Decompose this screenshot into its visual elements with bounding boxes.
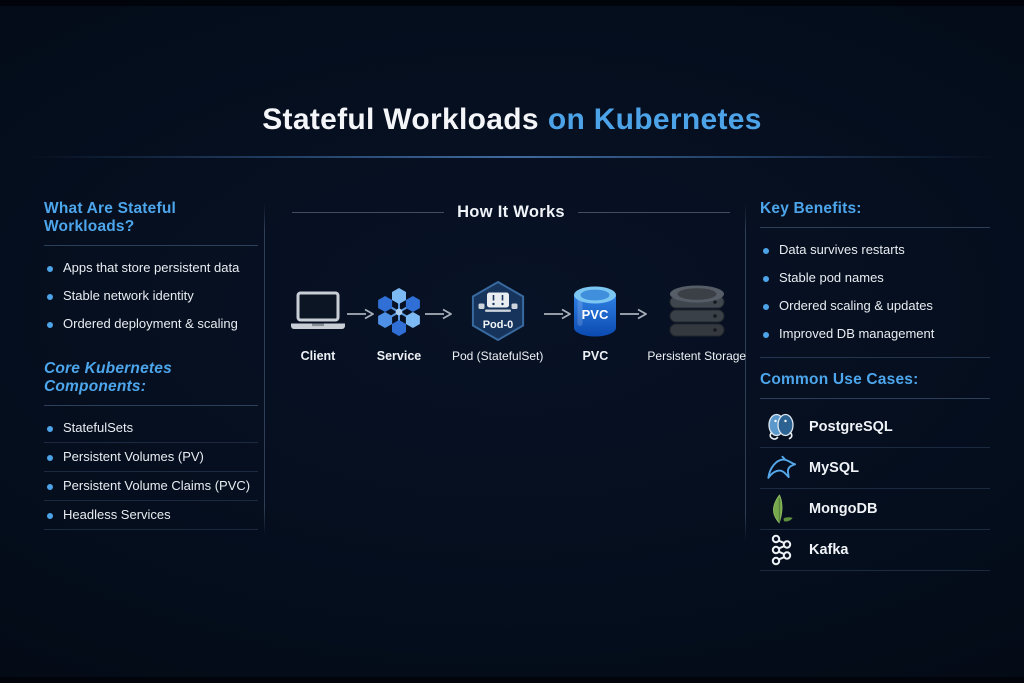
left-column: What Are Stateful Workloads? Apps that s…: [44, 200, 258, 530]
flow-node-storage: Persistent Storage: [647, 280, 746, 363]
how-it-works-header: How It Works: [292, 203, 730, 222]
page-title-main: Stateful Workloads: [262, 103, 539, 136]
pvc-badge: PVC: [582, 307, 609, 322]
heading-underline: [44, 245, 258, 246]
list-item: Data survives restarts: [760, 236, 990, 264]
bullet-dot-icon: [47, 484, 53, 490]
use-case-row-postgresql: PostgreSQL: [760, 407, 990, 448]
use-case-row-kafka: Kafka: [760, 530, 990, 571]
arrow-right-icon: [346, 307, 374, 325]
list-item: Stable network identity: [44, 282, 258, 310]
storage-icon: [664, 280, 730, 344]
list-item: Persistent Volume Claims (PVC): [44, 472, 258, 501]
key-benefits-list: Data survives restarts Stable pod names …: [760, 236, 990, 348]
list-item-label: StatefulSets: [63, 420, 134, 435]
flow-label: Pod (StatefulSet): [452, 349, 544, 363]
section-divider: [760, 357, 990, 358]
heading-underline: [760, 227, 990, 228]
arrow-right-icon: [619, 307, 648, 325]
bullet-dot-icon: [763, 276, 769, 282]
postgresql-icon: [766, 412, 796, 442]
right-column-divider: [745, 203, 746, 541]
header-rule-right: [577, 212, 730, 213]
flow-label: Service: [376, 349, 422, 363]
pod-icon: Pod-0: [466, 280, 530, 344]
mongodb-icon: [766, 494, 796, 524]
list-item-label: Headless Services: [63, 507, 171, 522]
list-item: Persistent Volumes (PV): [44, 443, 258, 472]
page-title-accent: on Kubernetes: [547, 103, 762, 136]
list-item-label: Stable network identity: [63, 288, 194, 303]
mysql-icon: [766, 453, 796, 483]
list-item: Improved DB management: [760, 320, 990, 348]
bullet-dot-icon: [47, 455, 53, 461]
bullet-dot-icon: [47, 513, 53, 519]
left-column-divider: [264, 203, 265, 535]
list-item: Stable pod names: [760, 264, 990, 292]
list-item-label: Data survives restarts: [779, 242, 905, 257]
heading-underline: [44, 405, 258, 406]
use-case-label: PostgreSQL: [809, 419, 893, 435]
list-item-label: Ordered deployment & scaling: [63, 316, 238, 331]
core-components-list: StatefulSets Persistent Volumes (PV) Per…: [44, 414, 258, 530]
use-case-label: MySQL: [809, 460, 859, 476]
list-item: Headless Services: [44, 501, 258, 530]
title-divider: [28, 156, 996, 158]
how-it-works-title: How It Works: [457, 203, 565, 221]
section-heading-stateful-workloads: What Are Stateful Workloads?: [44, 200, 177, 235]
list-item: Ordered deployment & scaling: [44, 310, 258, 338]
flow-diagram: Client: [290, 280, 746, 363]
use-case-label: Kafka: [809, 542, 849, 558]
flow-label: Client: [300, 349, 336, 363]
bullet-dot-icon: [763, 304, 769, 310]
list-item-label: Improved DB management: [779, 326, 935, 341]
right-column: Key Benefits: Data survives restarts Sta…: [760, 200, 990, 571]
section-heading-use-cases: Common Use Cases:: [760, 371, 919, 388]
list-item: StatefulSets: [44, 414, 258, 443]
heading-underline: [760, 398, 990, 399]
pod-badge: Pod-0: [482, 319, 513, 331]
kafka-icon: [766, 534, 796, 566]
pvc-icon: PVC: [571, 280, 619, 344]
list-item-label: Persistent Volume Claims (PVC): [63, 478, 251, 493]
section-gap: [44, 338, 258, 360]
bullet-dot-icon: [47, 322, 53, 328]
list-item-label: Persistent Volumes (PV): [63, 449, 204, 464]
top-edge-strip: [0, 0, 1024, 6]
header-rule-left: [292, 212, 445, 213]
arrow-right-icon: [424, 307, 452, 325]
section-heading-key-benefits: Key Benefits:: [760, 200, 862, 217]
flow-label: Persistent Storage: [647, 349, 747, 363]
section-heading-core-components: Core Kubernetes Components:: [44, 360, 172, 395]
service-icon: [374, 280, 424, 344]
stateful-workloads-list: Apps that store persistent data Stable n…: [44, 254, 258, 338]
bullet-dot-icon: [47, 266, 53, 272]
list-item: Ordered scaling & updates: [760, 292, 990, 320]
bullet-dot-icon: [47, 294, 53, 300]
list-item-label: Apps that store persistent data: [63, 260, 240, 275]
flow-label: PVC: [582, 349, 609, 363]
bottom-edge-strip: [0, 677, 1024, 683]
list-item-label: Ordered scaling & updates: [779, 298, 933, 313]
flow-node-service: Service: [374, 280, 424, 363]
bullet-dot-icon: [763, 332, 769, 338]
list-item-label: Stable pod names: [779, 270, 884, 285]
use-case-label: MongoDB: [809, 501, 878, 517]
use-case-row-mysql: MySQL: [760, 448, 990, 489]
bullet-dot-icon: [47, 426, 53, 432]
flow-node-pvc: PVC PVC: [571, 280, 619, 363]
laptop-icon: [290, 280, 346, 344]
flow-node-client: Client: [290, 280, 346, 363]
bullet-dot-icon: [763, 248, 769, 254]
flow-node-pod: Pod-0 Pod (StatefulSet): [452, 280, 543, 363]
use-case-row-mongodb: MongoDB: [760, 489, 990, 530]
list-item: Apps that store persistent data: [44, 254, 258, 282]
arrow-right-icon: [543, 307, 572, 325]
